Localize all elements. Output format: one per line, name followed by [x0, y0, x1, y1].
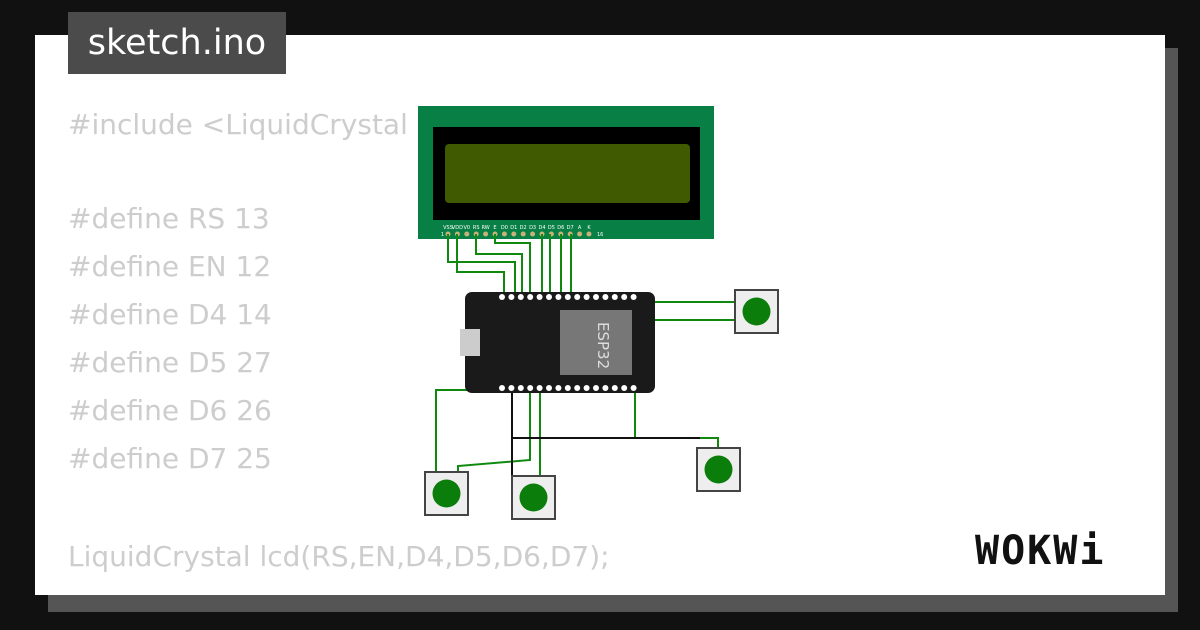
esp32-pin: [583, 294, 590, 300]
esp32-board: ESP32: [460, 292, 655, 393]
code-line: #define D6 26: [68, 394, 272, 427]
code-line: #define D7 25: [68, 442, 272, 475]
code-line: LiquidCrystal lcd(RS,EN,D4,D5,D6,D7);: [68, 540, 610, 573]
lcd-pin-label: D5: [548, 225, 555, 231]
code-line: #include <LiquidCrystal: [68, 108, 408, 141]
esp32-pin: [499, 385, 505, 391]
esp32-pin: [630, 294, 637, 300]
esp32-pin: [611, 294, 618, 300]
esp32-pin: [536, 294, 543, 300]
code-line: #define RS 13: [68, 202, 270, 235]
lcd-pin: [577, 231, 583, 237]
esp32-pin: [564, 385, 571, 391]
lcd-pin-label: D1: [510, 225, 517, 231]
lcd-pin: [530, 231, 536, 237]
esp32-pin: [546, 294, 552, 300]
lcd-pin-label: D6: [557, 225, 564, 231]
code-line: #define D4 14: [68, 298, 272, 331]
lcd-pin: [483, 231, 489, 237]
esp32-label: ESP32: [594, 322, 612, 369]
lcd-pin-label: D3: [529, 225, 536, 231]
esp32-pin: [508, 294, 515, 300]
lcd-pin: [511, 231, 517, 237]
esp32-pin: [574, 385, 581, 391]
esp32-pin: [527, 385, 534, 391]
lcd-pin-label: D2: [520, 225, 527, 231]
lcd-pin: [464, 231, 470, 237]
pushbutton[interactable]: [424, 471, 469, 516]
esp32-pin: [499, 294, 505, 300]
pushbutton[interactable]: [734, 289, 779, 334]
lcd-pin-label: V0: [463, 225, 470, 231]
code-line: #define D5 27: [68, 346, 272, 379]
esp32-pin: [517, 385, 524, 391]
esp32-pin: [536, 385, 543, 391]
esp32-pin: [555, 294, 562, 300]
lcd-pin-label: E: [493, 225, 496, 231]
pushbutton[interactable]: [511, 475, 556, 520]
esp32-pin: [602, 385, 609, 391]
svg-text:16: 16: [597, 232, 603, 238]
pushbutton[interactable]: [696, 447, 741, 492]
esp32-pin: [546, 385, 552, 391]
esp32-pin: [593, 294, 599, 300]
esp32-pin: [621, 294, 628, 300]
wokwi-logo: WOKWi: [975, 528, 1106, 574]
esp32-pin: [611, 385, 618, 391]
esp32-pin: [583, 385, 590, 391]
esp32-pin: [630, 385, 637, 391]
esp32-pin: [564, 294, 571, 300]
lcd-pin: [520, 231, 526, 237]
esp32-pin: [574, 294, 581, 300]
lcd-pin-label: VSS: [443, 225, 453, 231]
lcd-pin-label: VDD: [452, 225, 463, 231]
esp32-pin: [621, 385, 628, 391]
esp32-pin: [527, 294, 534, 300]
lcd-pin: [586, 231, 592, 237]
esp32-pin: [555, 385, 562, 391]
code-line: #define EN 12: [68, 250, 272, 283]
lcd-pin-label: RW: [481, 225, 489, 231]
esp32-pin: [517, 294, 524, 300]
lcd-pin-label: K: [587, 225, 591, 231]
esp32-pin: [508, 385, 515, 391]
lcd-pin-label: D4: [538, 225, 545, 231]
lcd-pin-label: D0: [501, 225, 508, 231]
lcd-pin-label: D7: [567, 225, 574, 231]
lcd-pin-label: A: [578, 225, 582, 231]
svg-text:1: 1: [441, 232, 444, 238]
sketch-filename: sketch.ino: [68, 12, 286, 74]
lcd-pin-label: RS: [473, 225, 480, 231]
lcd-pin: [501, 231, 507, 237]
esp32-pin: [593, 385, 599, 391]
esp32-pin: [602, 294, 609, 300]
